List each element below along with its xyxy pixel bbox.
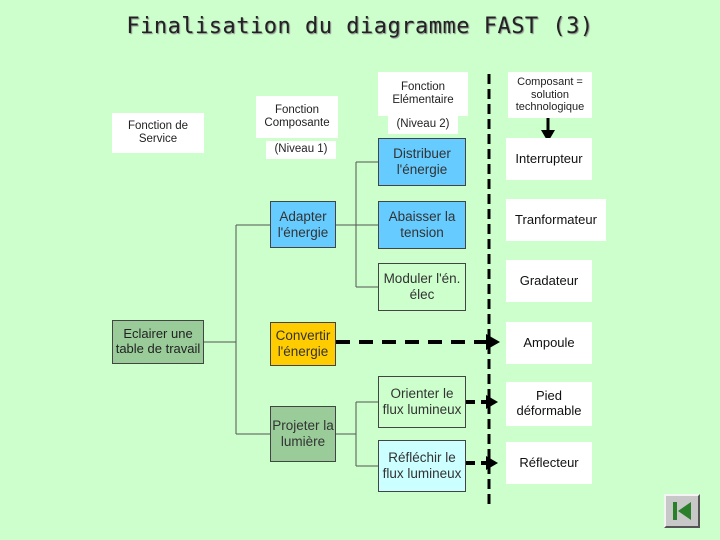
header-service-function: Fonction de Service bbox=[112, 113, 204, 153]
component-interrupteur: Interrupteur bbox=[506, 138, 592, 180]
level1-adapter-energie: Adapter l'énergie bbox=[270, 201, 336, 248]
component-ampoule: Ampoule bbox=[506, 322, 592, 364]
level2-abaisser-tension: Abaisser la tension bbox=[378, 201, 466, 249]
arrow-right-icon bbox=[486, 456, 498, 470]
level2-distribuer-energie: Distribuer l'énergie bbox=[378, 138, 466, 186]
component-gradateur: Gradateur bbox=[506, 260, 592, 302]
skip-to-start-icon bbox=[673, 502, 691, 520]
header-elementaire: Fonction Elémentaire bbox=[378, 72, 468, 116]
component-transformateur: Tranformateur bbox=[506, 199, 606, 241]
label-niveau-2: (Niveau 2) bbox=[388, 116, 458, 134]
level2-moduler-energie: Moduler l'én. élec bbox=[378, 263, 466, 311]
arrow-down-icon bbox=[541, 130, 555, 142]
nav-first-slide-button[interactable] bbox=[664, 494, 700, 528]
component-reflecteur: Réflecteur bbox=[506, 442, 592, 484]
level2-orienter-flux: Orienter le flux lumineux bbox=[378, 376, 466, 428]
service-function-box: Eclairer une table de travail bbox=[112, 320, 204, 364]
component-pied-deformable: Pied déformable bbox=[506, 382, 592, 426]
label-niveau-1: (Niveau 1) bbox=[266, 141, 336, 159]
level2-reflechir-flux: Réfléchir le flux lumineux bbox=[378, 440, 466, 492]
arrow-right-icon bbox=[486, 395, 498, 409]
level1-projeter-lumiere: Projeter la lumière bbox=[270, 406, 336, 462]
header-composant: Composant = solution technologique bbox=[508, 72, 592, 118]
level1-convertir-energie: Convertir l'énergie bbox=[270, 322, 336, 366]
header-composante: Fonction Composante bbox=[256, 96, 338, 138]
page-title: Finalisation du diagramme FAST (3) bbox=[126, 14, 594, 39]
arrow-right-icon bbox=[486, 334, 500, 350]
